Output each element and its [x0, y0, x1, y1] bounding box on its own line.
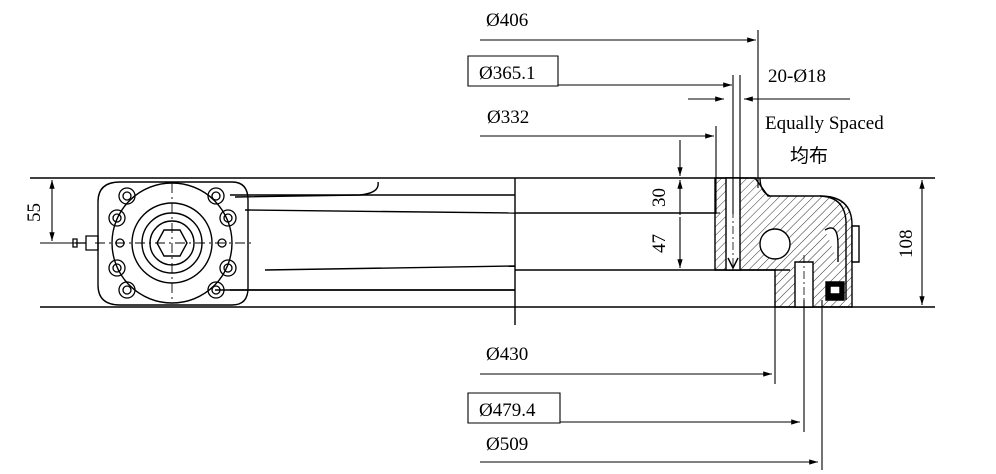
dim-30: 30 [649, 188, 670, 207]
bearing-cross-section [715, 178, 859, 318]
grease-nipple [73, 236, 98, 250]
dim-479: Ø479.4 [479, 400, 536, 421]
dim-box-479 [468, 393, 560, 423]
dim-406: Ø406 [486, 10, 528, 31]
dim-47: 47 [649, 234, 670, 253]
holes-note: 20-Ø18 [768, 66, 826, 87]
left-housing [95, 182, 255, 305]
dim-509: Ø509 [486, 434, 528, 455]
dim-box-365 [468, 56, 558, 86]
dim-332: Ø332 [487, 107, 529, 128]
dim-108: 108 [896, 230, 917, 259]
dim-365: Ø365.1 [479, 63, 535, 84]
dimension-lines [30, 30, 925, 470]
dim-430: Ø430 [486, 344, 528, 365]
bolt-circle-holes [109, 188, 236, 298]
spacing-note-cn: 均布 [790, 145, 828, 167]
dim-55: 55 [24, 203, 45, 222]
spacing-note-en: Equally Spaced [765, 113, 884, 134]
